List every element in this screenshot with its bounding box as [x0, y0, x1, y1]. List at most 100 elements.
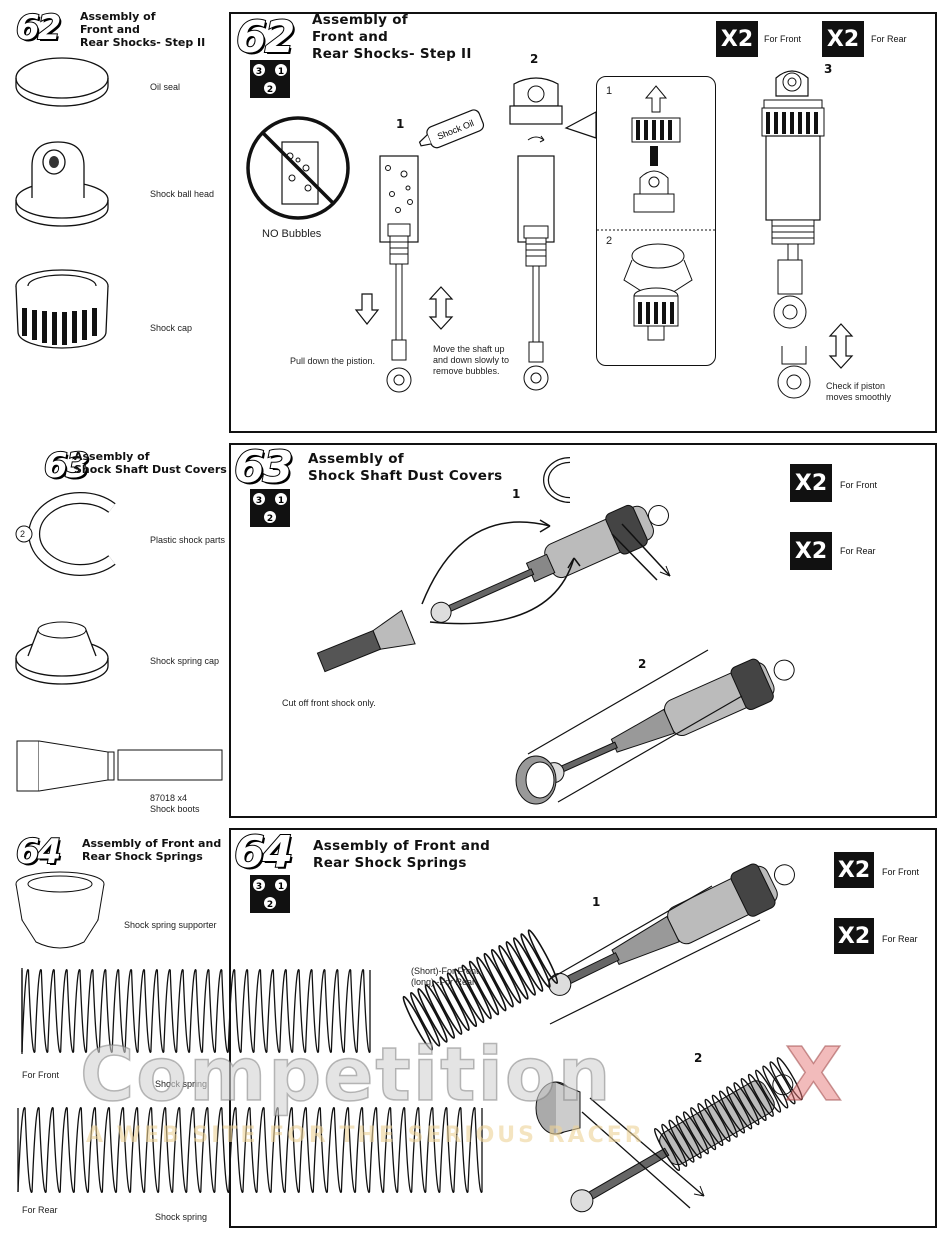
spring-coil: [17, 1107, 483, 1193]
section-title: Assembly of Shock Shaft Dust Covers: [74, 450, 227, 476]
title-line: Front and: [312, 29, 389, 45]
spring-coil: [762, 1065, 789, 1109]
title-line: Rear Shocks- Step II: [80, 36, 206, 49]
spring-coil: [690, 1107, 717, 1151]
quantity-badge-rear: X2: [834, 918, 874, 954]
step-64-panel: [229, 828, 937, 1228]
rear-spring-illustration: [17, 1107, 483, 1193]
quantity-label-rear: For Rear: [871, 34, 907, 44]
title-line: Assembly of: [308, 451, 404, 467]
quantity-label-rear: For Rear: [882, 934, 918, 944]
shock-ball-head-illustration: [15, 141, 109, 227]
inset-detail-box: [596, 76, 716, 366]
part-label: Shock spring supporter: [124, 920, 217, 930]
section-title: Assembly of Front and Rear Shocks- Step …: [312, 12, 472, 63]
shock-spring-supporter-illustration: [15, 871, 105, 949]
spring-coil: [718, 1090, 746, 1134]
spring-coil: [520, 933, 551, 988]
title-line: Assembly of: [74, 450, 150, 463]
step-number-badge: 62: [235, 11, 296, 64]
svg-text:Competition: Competition: [80, 1032, 612, 1118]
title-line: Assembly of: [80, 10, 156, 23]
step-number: 3: [824, 62, 833, 76]
title-line: Front and: [80, 23, 140, 36]
front-spring-illustration: [21, 968, 371, 1054]
quantity-badge-rear: X2: [822, 21, 864, 57]
svg-text:2: 2: [267, 85, 273, 95]
spring-coil: [21, 969, 371, 1053]
step-number-badge: 63: [43, 445, 90, 487]
step-number: 1: [512, 487, 521, 501]
step-number-badge: 62: [15, 7, 62, 49]
spring-coil: [476, 956, 507, 1012]
clip-number: 2: [20, 529, 26, 539]
spring-coil: [446, 972, 478, 1028]
shock-body-step1: [379, 155, 419, 393]
svg-text:2: 2: [267, 900, 273, 910]
text-line: (Short)-For Front: [411, 966, 479, 976]
step-number: 1: [396, 117, 405, 131]
shock-oil-bottle-icon: Shock Oil: [418, 109, 485, 149]
part-label: Shock ball head: [150, 189, 215, 199]
spring-coil: [733, 1082, 760, 1126]
spring-coil: [454, 968, 485, 1024]
svg-text:3: 3: [256, 882, 262, 892]
arrow-updown-icon: [828, 323, 854, 369]
shock-spring-cap-illustration: [15, 621, 109, 685]
arrow-updown-icon: [428, 286, 454, 330]
spring-coil: [740, 1077, 767, 1122]
inset-step-number: 2: [606, 235, 613, 247]
title-line: Rear Shock Springs: [82, 850, 203, 863]
oil-seal-illustration: [15, 57, 109, 107]
part-label: Shock cap: [150, 323, 193, 333]
section-title: Assembly of Front and Rear Shock Springs: [313, 838, 490, 872]
shock-body-step3: [761, 70, 825, 329]
spring-coil: [675, 1115, 702, 1159]
part-label: Plastic shock parts: [150, 535, 226, 545]
title-line: Rear Shocks- Step II: [312, 46, 472, 62]
part-label: Shock spring: [155, 1212, 208, 1222]
instruction-text: Pull down the pistion.: [290, 356, 376, 366]
text-line: (long) -For Rear: [411, 977, 476, 987]
quantity-badge-front: X2: [716, 21, 758, 57]
spring-coil: [498, 945, 529, 1000]
svg-text:2: 2: [267, 514, 273, 524]
text-line: Shock boots: [150, 804, 200, 814]
section-title: Assembly of Front and Rear Shocks- Step …: [80, 10, 205, 49]
spring-coil: [668, 1119, 695, 1163]
spring-coil: [483, 952, 514, 1008]
part-label: 87018 x4 Shock boots: [150, 793, 200, 815]
title-line: Shock Shaft Dust Covers: [74, 463, 227, 476]
title-line: Shock Shaft Dust Covers: [308, 468, 503, 484]
rod-end-check-icon: [777, 346, 811, 399]
spring-coil: [711, 1094, 738, 1138]
svg-text:1: 1: [278, 67, 284, 77]
arrow-down-icon: [354, 293, 380, 325]
dust-cover-assembly-step2: [515, 649, 795, 805]
spring-coil: [439, 976, 470, 1031]
spring-coil: [704, 1098, 731, 1142]
spring-coil: [409, 991, 441, 1047]
instruction-text: Move the shaft up and down slowly to rem…: [433, 344, 509, 377]
spring-coil: [747, 1073, 774, 1117]
step-number: 2: [638, 657, 647, 671]
spring-coil: [512, 937, 544, 992]
svg-text:A WEB SITE FOR THE SERIOUS RAC: A WEB SITE FOR THE SERIOUS RACER: [86, 1123, 645, 1148]
step-62-panel: [229, 12, 937, 433]
plastic-clip-illustration: [15, 492, 116, 576]
svg-text:3: 3: [256, 67, 262, 77]
spring-coil: [431, 980, 463, 1035]
text-line: and down slowly to: [433, 355, 510, 365]
step-number: 2: [694, 1051, 703, 1065]
title-line: Assembly of Front and: [82, 837, 222, 850]
text-line: remove bubbles.: [433, 366, 500, 376]
spring-assembly-step2: [535, 1057, 803, 1213]
spring-label: For Rear: [22, 1205, 58, 1215]
dust-cover-assembly-step1: [316, 457, 671, 673]
spring-coil: [769, 1061, 796, 1105]
spring-coil: [776, 1057, 803, 1101]
quantity-badge-rear: X2: [790, 532, 832, 570]
sequence-icon: 3 1 2: [250, 875, 290, 913]
text-line: 87018 x4: [150, 793, 188, 803]
spring-coil: [653, 1127, 681, 1172]
